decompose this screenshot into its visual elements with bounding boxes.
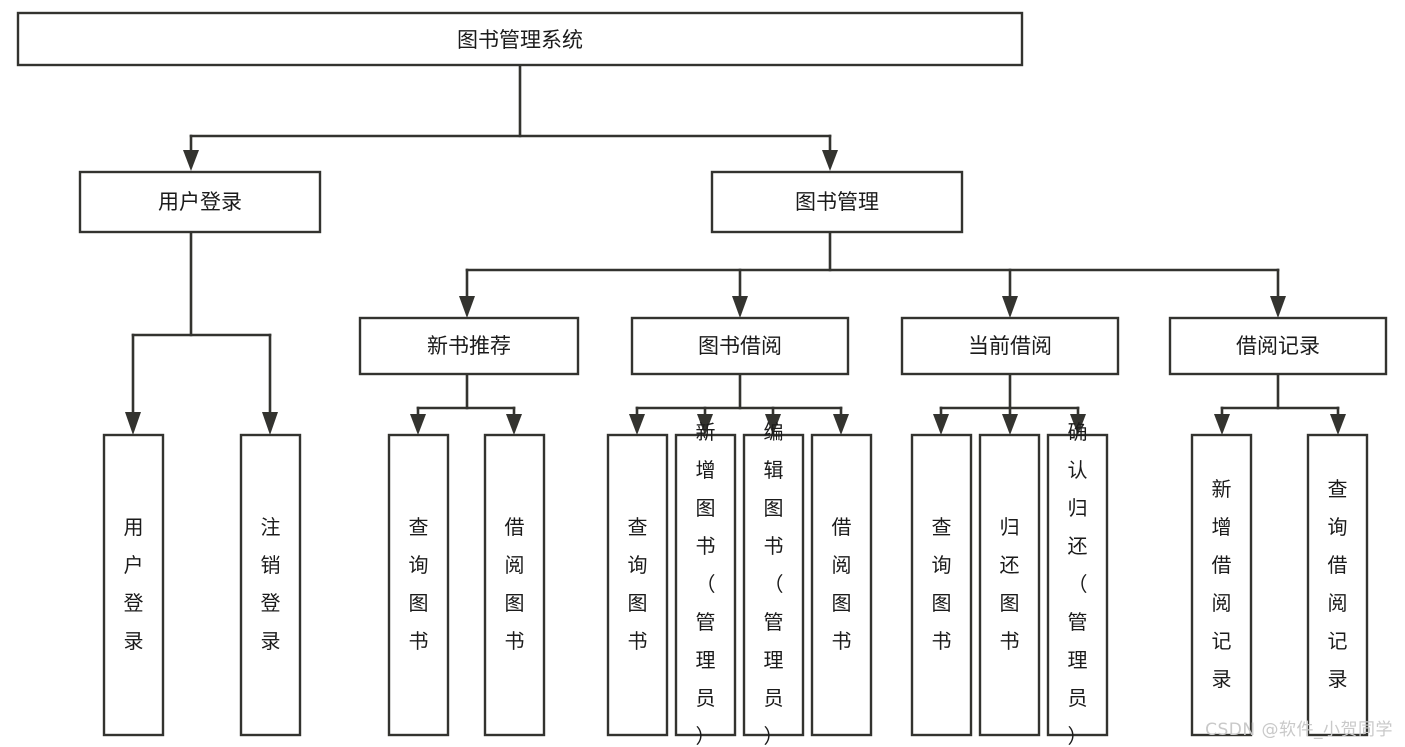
arrow-head-leaf-user-login [125, 412, 141, 435]
node-user-login[interactable]: 用户登录 [78, 170, 322, 234]
node-book-management-label: 图书管理 [795, 190, 879, 214]
leaf-node[interactable] [742, 433, 805, 737]
leaf-node-label: 借阅图书 [505, 515, 525, 653]
node-borrow-record[interactable]: 借阅记录 [1168, 316, 1388, 376]
node-borrow-record-label: 借阅记录 [1236, 334, 1320, 358]
node-borrow-record-box[interactable] [1168, 316, 1388, 376]
leaf-node[interactable] [483, 433, 546, 737]
arrow-head-leaf-logout [262, 412, 278, 435]
leaf-node-label: 编辑图书（管理员） [764, 420, 784, 747]
arrow-head-nb-leaf1 [410, 414, 426, 435]
arrow-head-br-leaf1 [1214, 414, 1230, 435]
leaf-br-query-box[interactable] [1306, 433, 1369, 737]
leaf-nb-borrow-box[interactable] [483, 433, 546, 737]
leaf-node[interactable] [239, 433, 302, 737]
arrow-head-cb-leaf2 [1002, 414, 1018, 435]
node-new-book-recommend-label: 新书推荐 [427, 334, 511, 358]
watermark-label: CSDN @软件_小贺同学 [1205, 720, 1393, 740]
node-book-borrow-box[interactable] [630, 316, 850, 376]
arrow-head-new-book [459, 296, 475, 318]
arrow-head-nb-leaf2 [506, 414, 522, 435]
leaf-node[interactable] [1046, 433, 1109, 737]
leaf-user-login-box[interactable] [102, 433, 165, 737]
node-current-borrow-box[interactable] [900, 316, 1120, 376]
leaf-node-label: 注销登录 [261, 515, 281, 653]
arrow-head-borrow-record [1270, 296, 1286, 318]
leaf-node[interactable] [606, 433, 669, 737]
leaf-node-label: 确认归还（管理员） [1068, 420, 1088, 747]
node-root-label: 图书管理系统 [457, 28, 583, 52]
arrow-head-bb-leaf3 [765, 414, 781, 435]
arrow-head-bb-leaf4 [833, 414, 849, 435]
leaf-nb-query-box[interactable] [387, 433, 450, 737]
node-user-login-label: 用户登录 [158, 190, 242, 214]
leaf-node-label: 查询图书 [409, 515, 429, 653]
leaf-node-label: 借阅图书 [832, 515, 852, 653]
arrow-head-bb-leaf2 [697, 414, 713, 435]
node-user-login-box[interactable] [78, 170, 322, 234]
leaf-bb-borrow-box[interactable] [810, 433, 873, 737]
leaf-bb-add-box[interactable] [674, 433, 737, 737]
leaf-bb-query-box[interactable] [606, 433, 669, 737]
node-root-box[interactable] [16, 11, 1024, 67]
node-new-book-recommend-box[interactable] [358, 316, 580, 376]
arrow-head-br-leaf2 [1330, 414, 1346, 435]
leaf-node-label: 查询图书 [932, 515, 952, 653]
leaf-node-label: 归还图书 [1000, 515, 1020, 653]
leaf-cb-return-box[interactable] [978, 433, 1041, 737]
leaf-cb-query-box[interactable] [910, 433, 973, 737]
leaf-node[interactable] [674, 433, 737, 737]
node-new-book-recommend[interactable]: 新书推荐 [358, 316, 580, 376]
leaf-br-add-box[interactable] [1190, 433, 1253, 737]
leaf-node[interactable] [978, 433, 1041, 737]
node-current-borrow-label: 当前借阅 [968, 334, 1052, 358]
leaf-node[interactable] [102, 433, 165, 737]
leaf-logout-box[interactable] [239, 433, 302, 737]
leaf-bb-edit-box[interactable] [742, 433, 805, 737]
leaf-node-label: 新增图书（管理员） [696, 420, 716, 747]
leaf-node[interactable] [387, 433, 450, 737]
arrow-head-bb-leaf1 [629, 414, 645, 435]
leaf-node[interactable] [1306, 433, 1369, 737]
leaf-node-label: 查询借阅记录 [1328, 477, 1348, 691]
arrow-head-cb-leaf1 [933, 414, 949, 435]
leaf-node-label: 查询图书 [628, 515, 648, 653]
leaf-node[interactable] [1190, 433, 1253, 737]
leaf-node-label: 用户登录 [124, 515, 144, 653]
node-book-management[interactable]: 图书管理 [710, 170, 964, 234]
node-book-management-box[interactable] [710, 170, 964, 234]
leaf-node-label: 新增借阅记录 [1212, 477, 1232, 691]
leaf-cb-confirm-box[interactable] [1046, 433, 1109, 737]
node-root-book-management-system[interactable]: 图书管理系统 [16, 11, 1024, 67]
node-book-borrow-label: 图书借阅 [698, 334, 782, 358]
arrow-head-book-borrow [732, 296, 748, 318]
leaf-node[interactable] [810, 433, 873, 737]
arrow-head-book-manage [822, 150, 838, 171]
node-book-borrow[interactable]: 图书借阅 [630, 316, 850, 376]
leaf-node[interactable] [910, 433, 973, 737]
connector-group [125, 63, 1346, 435]
leaf-label-group: 用户登录 注销登录 查询图书 借阅图书 查询图书 新增图书（管理员） 编辑图书（管理员） 借阅… [124, 420, 1348, 747]
arrow-head-current-borrow [1002, 296, 1018, 318]
arrow-head-cb-leaf3 [1070, 414, 1086, 435]
node-current-borrow[interactable]: 当前借阅 [900, 316, 1120, 376]
arrow-head-user-login [183, 150, 199, 171]
